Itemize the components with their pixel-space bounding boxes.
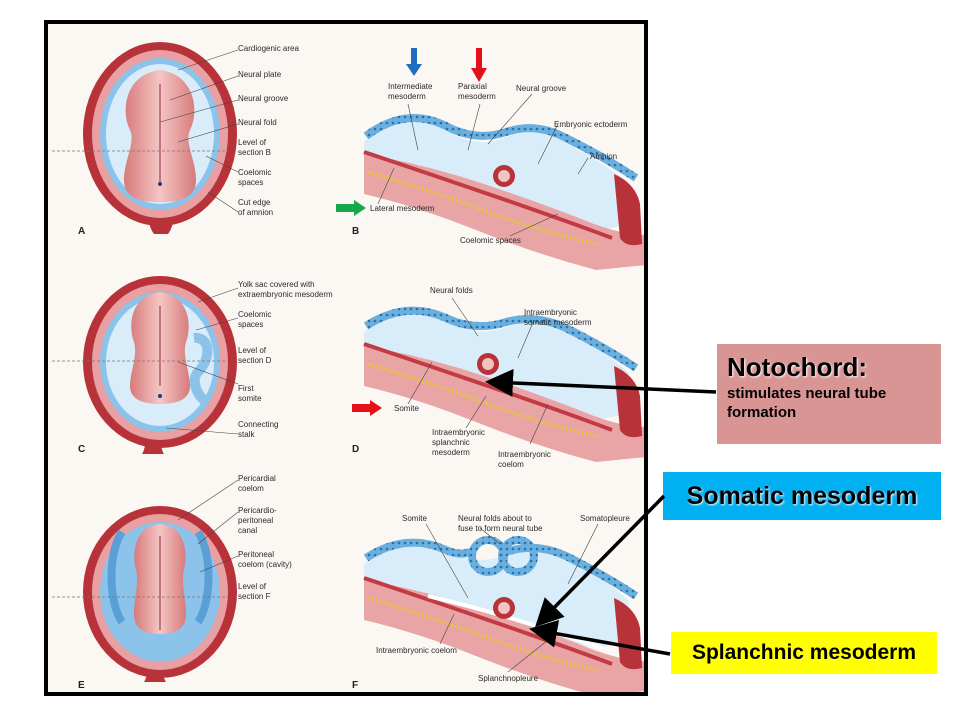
marker-arrows (336, 48, 487, 416)
figure-frame: A B C D E F Cardiogenic area Neural plat… (44, 20, 648, 696)
somite-red-arrow (352, 400, 382, 416)
label-somite-d: Somite (394, 404, 419, 413)
section-f (363, 536, 644, 692)
label-neural-groove-a: Neural groove (238, 94, 289, 103)
paraxial-red-arrow (471, 48, 487, 82)
panel-letter-c: C (78, 444, 86, 455)
panel-letter-f: F (352, 680, 359, 691)
somatic-mesoderm-callout: Somatic mesoderm (663, 472, 941, 520)
label-neural-fold: Neural fold (238, 118, 277, 127)
label-intraembryonic-coelom-d: Intraembryonic coelom (498, 450, 551, 469)
embryo-c (52, 276, 237, 454)
notochord-description: stimulates neural tube formation (727, 385, 887, 421)
embryo-a (52, 42, 237, 234)
label-neural-plate: Neural plate (238, 70, 282, 79)
label-splanchnopleure: Splanchnopleure (478, 674, 539, 683)
lateral-green-arrow (336, 200, 366, 216)
label-level-section-f: Level of section F (238, 582, 271, 601)
label-intermediate-mesoderm: Intermediate mesoderm (388, 82, 433, 101)
panel-letter-a: A (78, 226, 86, 237)
label-somite-f: Somite (402, 514, 427, 523)
label-splanchnic-mesoderm: Intraembryonic splanchnic mesoderm (432, 428, 485, 457)
label-somatopleure: Somatopleure (580, 514, 630, 523)
label-pericardial-coelom: Pericardial coelom (238, 474, 276, 493)
label-paraxial-mesoderm: Paraxial mesoderm (458, 82, 496, 101)
panel-letter-d: D (352, 444, 360, 455)
notochord-title: Notochord: (727, 352, 868, 382)
section-d (363, 306, 644, 462)
intermediate-blue-arrow (406, 48, 422, 76)
panel-letter-b: B (352, 226, 360, 237)
somatic-mesoderm-label: Somatic mesoderm (686, 481, 918, 510)
label-coelomic-spaces-b: Coelomic spaces (460, 236, 521, 245)
embryo-e (52, 506, 237, 682)
splanchnic-mesoderm-label: Splanchnic mesoderm (691, 641, 917, 664)
label-cut-edge-amnion: Cut edge of amnion (238, 198, 274, 217)
label-first-somite: First somite (238, 384, 262, 403)
label-lateral-mesoderm: Lateral mesoderm (370, 204, 435, 213)
label-neural-folds-fuse: Neural folds about to fuse to form neura… (458, 514, 543, 533)
label-level-section-b: Level of section B (238, 138, 271, 157)
section-b (363, 114, 644, 270)
panel-letter-e: E (78, 680, 85, 691)
label-level-section-d: Level of section D (238, 346, 272, 365)
label-somatic-mesoderm: Intraembryonic somatic mesoderm (524, 308, 592, 327)
label-yolk-sac: Yolk sac covered with extraembryonic mes… (238, 280, 333, 299)
label-amnion: Amnion (590, 152, 618, 161)
label-neural-folds: Neural folds (430, 286, 473, 295)
label-connecting-stalk: Connecting stalk (238, 420, 279, 439)
label-coelomic-spaces-c: Coelomic spaces (238, 310, 272, 329)
notochord-callout: Notochord: stimulates neural tube format… (717, 344, 941, 444)
label-pericardioperitoneal-canal: Pericardio- peritoneal canal (238, 506, 277, 535)
label-neural-groove-b: Neural groove (516, 84, 567, 93)
label-peritoneal-coelom: Peritoneal coelom (cavity) (238, 550, 292, 569)
label-coelomic-spaces-a: Coelomic spaces (238, 168, 272, 187)
label-embryonic-ectoderm: Embryonic ectoderm (554, 120, 628, 129)
label-cardiogenic-area: Cardiogenic area (238, 44, 299, 53)
splanchnic-mesoderm-callout: Splanchnic mesoderm (671, 632, 937, 674)
label-intraembryonic-coelom-f: Intraembryonic coelom (376, 646, 457, 655)
